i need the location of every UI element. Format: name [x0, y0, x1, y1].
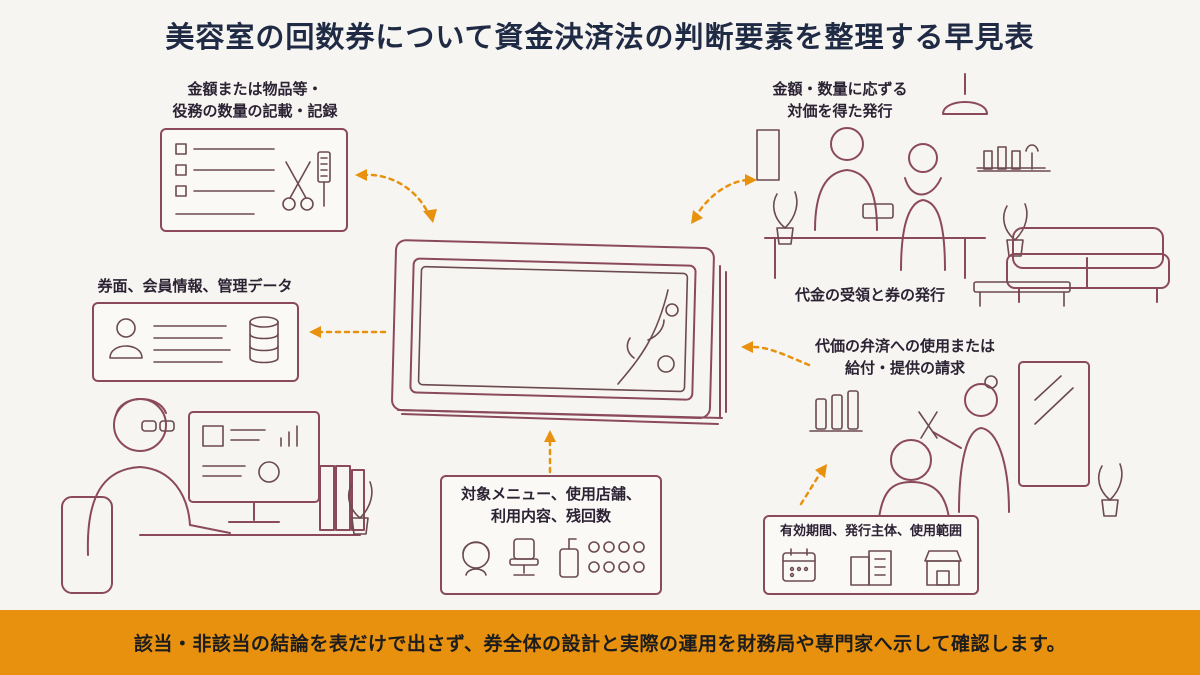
card-validity: 有効期間、発行主体、使用範囲 [763, 515, 979, 595]
arrow-validity-to-usage [799, 464, 827, 506]
building-icon [850, 550, 892, 586]
label-validity: 有効期間、発行主体、使用範囲 [779, 524, 962, 539]
flower-icon [617, 289, 679, 385]
checklist-icon [175, 143, 275, 215]
binders-icon [319, 465, 365, 531]
mirror-icon [1018, 361, 1090, 487]
card-member-data [92, 302, 299, 382]
card-amount-record [160, 128, 348, 232]
label-amount-record-line2: 役務の数量の記載・記録 [172, 102, 338, 120]
database-icon [249, 316, 279, 364]
card-menu-usage: 対象メニュー、使用店舗、 利用内容、残回数 [440, 475, 662, 595]
ticket-stack-icon [391, 239, 727, 425]
hairdresser-icon [878, 375, 1010, 519]
profile-lines [153, 325, 231, 363]
label-receipt-issue: 代金の受領と券の発行 [794, 286, 945, 304]
label-menu-usage: 対象メニュー、使用店舗、 利用内容、残回数 [442, 483, 660, 527]
page-title: 美容室の回数券について資金決済法の判断要素を整理する早見表 [165, 20, 1035, 54]
label-usage-line1: 代価の弁済への使用または [814, 337, 995, 355]
office-worker-icon [61, 398, 361, 594]
shop-counter-icon [756, 127, 1046, 279]
face-icon [462, 541, 490, 576]
label-menu-line1: 対象メニュー、使用店舗、 [461, 485, 641, 503]
plant-icon [347, 481, 373, 535]
storefront-icon [924, 550, 962, 586]
label-usage-line2: 給付・提供の請求 [844, 359, 965, 377]
label-issue-for-value: 金額・数量に応ずる 対価を得た発行 [745, 78, 935, 122]
footer-banner: 該当・非該当の結論を表だけで出さず、券全体の設計と実際の運用を財務局や専門家へ示… [0, 610, 1200, 675]
plant-icon [772, 191, 798, 245]
bottles-icon [809, 390, 863, 432]
coffee-table-icon [973, 281, 1071, 307]
label-member-data: 券面、会員情報、管理データ [97, 277, 293, 295]
calendar-icon [782, 548, 816, 582]
plant-icon [1097, 463, 1123, 517]
comb-icon [317, 151, 331, 207]
user-profile-icon [109, 318, 143, 359]
dots-icon [588, 541, 645, 573]
label-issue-line1: 金額・数量に応ずる [772, 80, 908, 98]
label-amount-record: 金額または物品等・ 役務の数量の記載・記録 [150, 78, 360, 122]
bottles-icon [977, 144, 1051, 172]
pendant-lamp-icon [942, 73, 988, 115]
arrow-menu-to-ticket [544, 430, 556, 474]
label-menu-line2: 利用内容、残回数 [490, 507, 611, 525]
label-issue-line2: 対価を得た発行 [787, 102, 893, 120]
sofa-icon [1006, 227, 1170, 303]
label-amount-record-line1: 金額または物品等・ [187, 80, 323, 98]
arrow-ticket-to-issue [691, 174, 757, 224]
pump-bottle-icon [559, 538, 579, 578]
scissors-icon [282, 161, 314, 211]
monitor-icon [188, 411, 320, 523]
footer-text: 該当・非該当の結論を表だけで出さず、券全体の設計と実際の運用を財務局や専門家へ示… [133, 633, 1067, 655]
salon-chair-icon [509, 538, 539, 576]
arrow-usage-to-ticket [741, 341, 811, 367]
arrow-ticket-to-member [309, 326, 387, 338]
label-usage-claim: 代価の弁済への使用または 給付・提供の請求 [795, 335, 1015, 379]
arrow-amount-to-ticket [355, 169, 437, 223]
